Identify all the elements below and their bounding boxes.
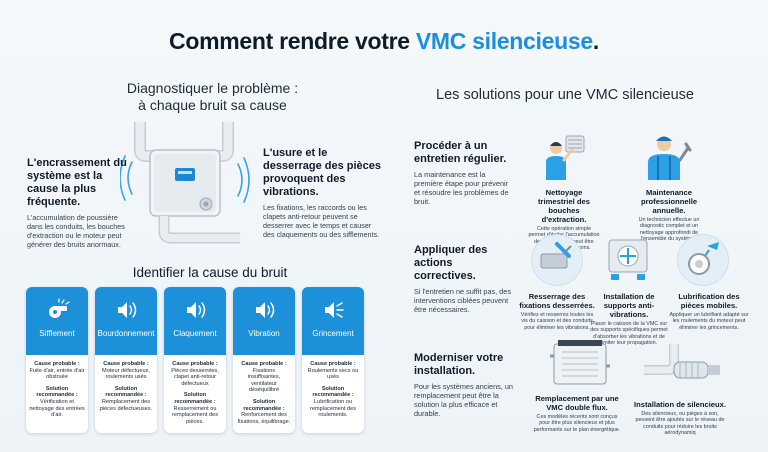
solution-value: Remplacement des pièces défectueuses.: [99, 398, 153, 412]
noise-card-body: Cause probable : Fixations insuffisantes…: [233, 355, 295, 425]
corrective-item-tightening: Resserrage des fixations desserrées. Vér…: [518, 292, 596, 331]
cause-label: Cause probable :: [310, 361, 356, 367]
noise-card-header: Claquement: [164, 287, 226, 355]
pro-caption-title: Maintenance professionnelle annuelle.: [640, 188, 698, 215]
tightening-caption-title: Resserrage des fixations desserrées.: [519, 292, 595, 310]
double-flow-caption-text: Ces modèles récents sont conçus pour êtr…: [533, 414, 621, 433]
noise-card-label: Grincement: [312, 329, 354, 338]
speaker-icon: [187, 302, 206, 318]
cause-clogging-title: L'encrassement du système est la cause l…: [27, 157, 127, 208]
cause-wear-title: L'usure et le desserrage des pièces prov…: [263, 147, 382, 198]
modernize-item-double-flow: Remplacement par une VMC double flux. Ce…: [532, 394, 622, 433]
silencer-duct-icon: [644, 344, 720, 379]
cause-clogging-text: L'accumulation de poussière dans les con…: [27, 213, 125, 249]
cause-value: Moteur défectueux, roulements usés: [102, 367, 150, 381]
noise-card-header: Vibration: [233, 287, 295, 355]
solutions-heading: Les solutions pour une VMC silencieuse: [436, 87, 694, 103]
speaker-icon: [118, 302, 137, 318]
supports-caption-title: Installation de supports anti-vibrations…: [603, 292, 655, 319]
corrective-item-supports: Installation de supports anti-vibrations…: [590, 292, 668, 347]
diagnostic-heading-line1: Diagnostiquer le problème :: [126, 80, 299, 96]
sound-waves-icon: [120, 155, 250, 203]
silencer-caption-title: Installation de silencieux.: [634, 400, 726, 409]
cause-wear: L'usure et le desserrage des pièces prov…: [263, 147, 383, 239]
oil-can-icon: [688, 242, 719, 275]
solution-value: Vérification et nettoyage des entrées d'…: [29, 398, 85, 419]
cause-label: Cause probable :: [241, 361, 287, 367]
cause-label: Cause probable :: [34, 361, 80, 367]
cause-value: Fixations insuffisantes, ventilateur dés…: [247, 367, 281, 394]
corrective-title: Appliquer des actions correctives.: [414, 244, 488, 282]
noise-card-squeaking: Grincement Cause probable : Roulements s…: [302, 287, 364, 433]
vmc-unit-illustration: [120, 122, 250, 244]
lubrication-caption-title: Lubrification des pièces mobiles.: [678, 292, 740, 310]
cause-label: Cause probable :: [172, 361, 218, 367]
modernize-title: Moderniser votre installation.: [414, 352, 504, 377]
solution-value: Renforcement des fixations, équilibrage.: [237, 412, 291, 425]
corrective-text: Si l'entretien ne suffit pas, des interv…: [414, 287, 511, 314]
noise-card-header: Sifflement: [26, 287, 88, 355]
speaker-icon: [325, 302, 344, 318]
solution-value: Resserrement ou remplacement des pièces.: [171, 405, 218, 425]
tightening-caption-text: Vérifiez et resserrez toutes les vis du …: [520, 312, 594, 331]
title-end: .: [592, 28, 599, 54]
cause-clogging: L'encrassement du système est la cause l…: [27, 157, 127, 249]
noise-card-label: Vibration: [248, 329, 280, 338]
modernize-block: Moderniser votre installation. Pour les …: [414, 352, 514, 418]
screwdriver-icon: [540, 242, 572, 269]
noise-card-humming: Bourdonnement Cause probable : Moteur dé…: [95, 287, 157, 433]
noise-card-label: Sifflement: [39, 329, 75, 338]
anti-vibration-mount-icon: [608, 239, 648, 280]
noise-card-body: Cause probable : Pièces desserrées, clap…: [164, 355, 226, 425]
solution-label: Solution recommandée :: [105, 385, 147, 399]
corrective-item-lubrication: Lubrification des pièces mobiles. Appliq…: [668, 292, 750, 331]
noise-card-header: Bourdonnement: [95, 287, 157, 355]
noise-card-vibration: Vibration Cause probable : Fixations ins…: [233, 287, 295, 433]
diagnostic-heading-line2: à chaque bruit sa cause: [138, 97, 287, 113]
modernize-item-silencer: Installation de silencieux. Des silencie…: [632, 400, 728, 437]
cause-wear-text: Les fixations, les raccords ou les clape…: [263, 203, 380, 239]
cleaning-caption-title: Nettoyage trimestriel des bouches d'extr…: [538, 188, 590, 224]
noise-card-body: Cause probable : Fuite d'air, entrée d'a…: [26, 355, 88, 419]
technician-icon: [648, 136, 692, 180]
page-title: Comment rendre votre VMC silencieuse.: [0, 28, 768, 55]
pro-caption-text: Un technicien effectue un diagnostic com…: [638, 217, 700, 243]
noise-card-whistling: Sifflement Cause probable : Fuite d'air,…: [26, 287, 88, 433]
title-highlight: VMC silencieuse: [415, 28, 593, 54]
cause-value: Pièces desserrées, clapet anti-retour dé…: [171, 367, 219, 387]
title-text: Comment rendre votre: [169, 28, 416, 54]
cause-value: Roulements secs ou usés: [307, 367, 359, 381]
maintenance-block: Procéder à un entretien régulier. La mai…: [414, 140, 514, 206]
noise-card-label: Claquement: [173, 329, 217, 338]
noise-card-body: Cause probable : Moteur défectueux, roul…: [95, 355, 157, 412]
double-flow-caption-title: Remplacement par une VMC double flux.: [535, 394, 619, 412]
speaker-icon: [256, 302, 275, 318]
cleaning-person-icon: [546, 135, 585, 180]
cause-label: Cause probable :: [103, 361, 149, 367]
lubrication-caption-text: Appliquer un lubrifiant adapté sur les r…: [669, 312, 749, 331]
identify-cause-heading: Identifier la cause du bruit: [132, 265, 288, 280]
solution-label: Solution recommandée :: [36, 385, 78, 399]
double-flow-vmc-icon: [550, 340, 610, 385]
supports-caption-text: Placer le caisson de la VMC sur des supp…: [590, 321, 668, 347]
maintenance-title: Procéder à un entretien régulier.: [414, 140, 507, 165]
noise-card-body: Cause probable : Roulements secs ou usés…: [302, 355, 364, 419]
silencer-caption-text: Des silencieux, ou pièges à son, peuvent…: [635, 411, 725, 437]
maintenance-item-pro: Maintenance professionnelle annuelle. Un…: [628, 188, 710, 243]
solution-value: Lubrification ou remplacement des roulem…: [309, 398, 356, 419]
maintenance-text: La maintenance est la première étape pou…: [414, 170, 509, 206]
corrective-block: Appliquer des actions correctives. Si l'…: [414, 244, 514, 314]
noise-card-clacking: Claquement Cause probable : Pièces desse…: [164, 287, 226, 433]
cause-value: Fuite d'air, entrée d'air obstruée: [29, 367, 85, 381]
diagnostic-heading: Diagnostiquer le problème : à chaque bru…: [70, 80, 355, 114]
whistle-icon: [49, 298, 70, 318]
noise-card-label: Bourdonnement: [97, 329, 155, 338]
solution-label: Solution recommandée :: [243, 398, 285, 412]
solution-label: Solution recommandée :: [312, 385, 354, 399]
modernize-text: Pour les systèmes anciens, un remplaceme…: [414, 382, 513, 418]
solution-label: Solution recommandée :: [174, 392, 216, 405]
noise-card-header: Grincement: [302, 287, 364, 355]
